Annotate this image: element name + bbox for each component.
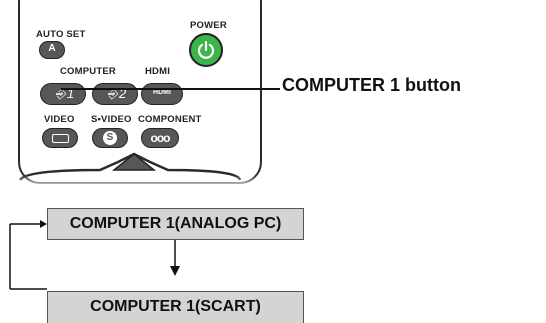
power-icon xyxy=(197,40,215,59)
svideo-button[interactable]: S xyxy=(92,128,128,148)
computer-1-glyph: 1 xyxy=(67,86,75,101)
hdmi-label: HDMI xyxy=(145,66,171,77)
auto-set-button[interactable]: A xyxy=(39,41,65,59)
component-label: COMPONENT xyxy=(138,114,202,125)
remote-fade xyxy=(0,175,270,189)
flow-box-scart-text: COMPUTER 1(SCART) xyxy=(90,298,261,315)
plug-icon: ⎆ xyxy=(107,86,118,101)
power-label: POWER xyxy=(190,20,227,31)
video-icon xyxy=(52,134,69,143)
flow-box-analog-pc: COMPUTER 1(ANALOG PC) xyxy=(47,208,304,240)
computer-2-glyph: 2 xyxy=(119,86,127,101)
auto-set-label: AUTO SET xyxy=(36,29,86,40)
computer-label: COMPUTER xyxy=(60,66,116,77)
callout-line xyxy=(61,88,280,90)
hdmi-glyph: HDMI xyxy=(153,89,171,96)
plug-icon: ⎆ xyxy=(55,86,66,101)
arrow-pad-outline xyxy=(18,152,242,181)
arrow-down-icon xyxy=(170,266,180,276)
video-label: VIDEO xyxy=(44,114,75,125)
component-glyph: ooo xyxy=(150,131,171,145)
power-button[interactable] xyxy=(189,33,223,67)
arrow-right-icon xyxy=(40,220,47,228)
svideo-glyph: S xyxy=(103,131,117,145)
auto-set-glyph: A xyxy=(48,43,56,54)
up-arrow-icon[interactable] xyxy=(111,153,157,171)
svideo-label: S•VIDEO xyxy=(91,114,132,125)
flow-box-scart: COMPUTER 1(SCART) xyxy=(47,291,304,323)
callout-label: COMPUTER 1 button xyxy=(282,75,461,95)
video-button[interactable] xyxy=(42,128,78,148)
flow-box-analog-pc-text: COMPUTER 1(ANALOG PC) xyxy=(69,215,282,232)
component-button[interactable]: ooo xyxy=(141,128,179,148)
